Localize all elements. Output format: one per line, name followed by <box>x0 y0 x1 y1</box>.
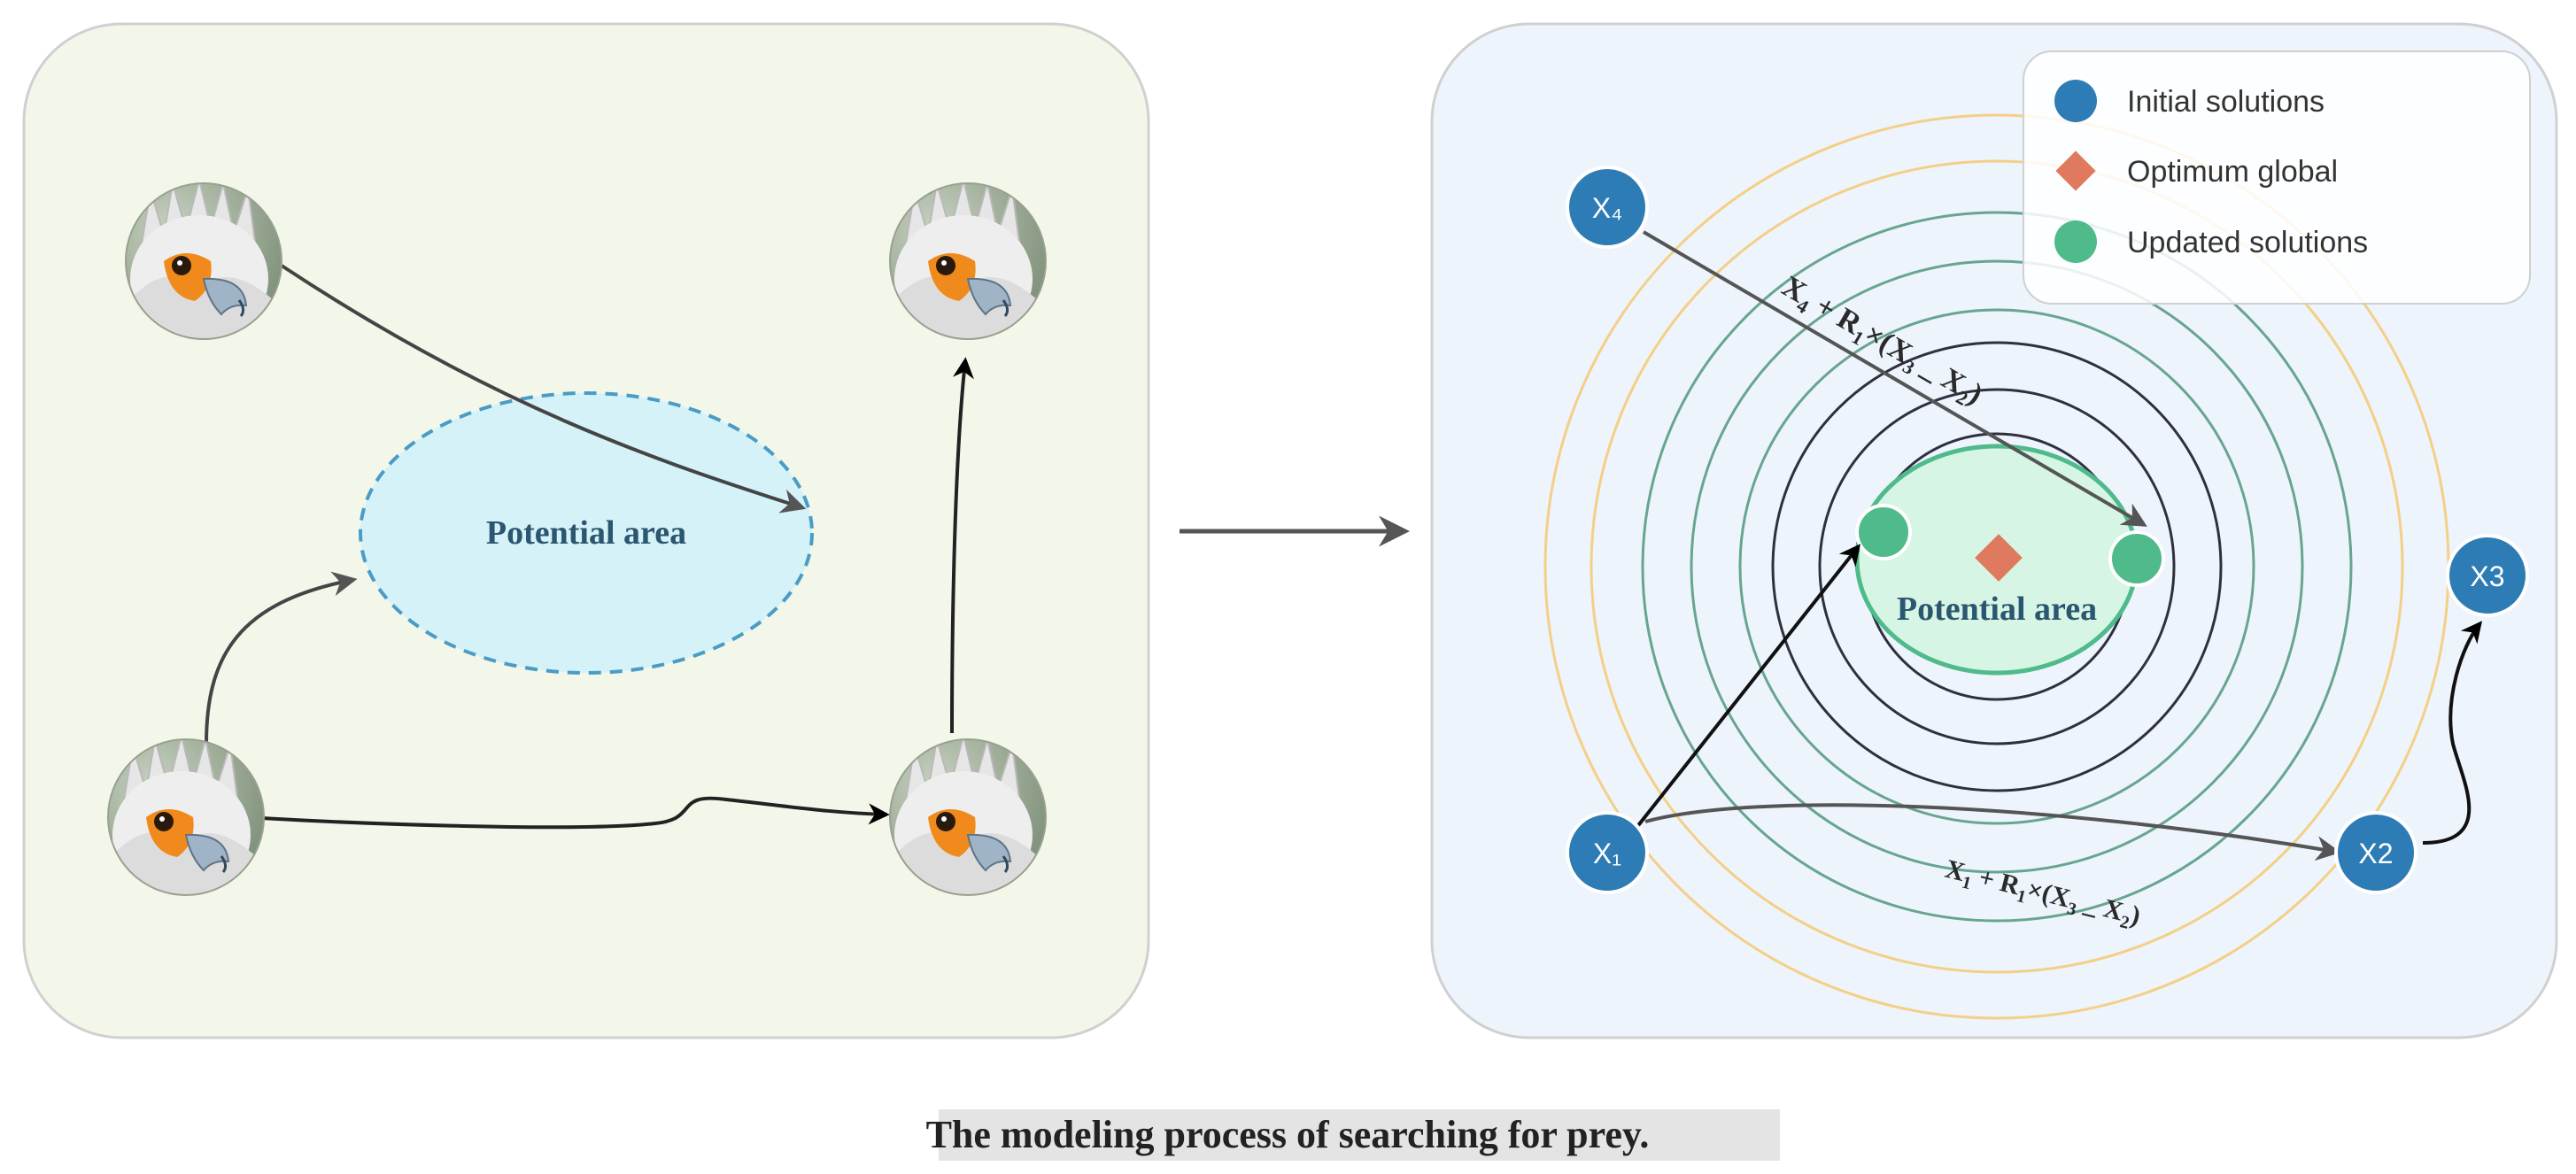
updated-solution-left <box>1855 504 1912 560</box>
arrow-x4-to-updated <box>1642 230 2147 527</box>
legend: Initial solutions Optimum global Updated… <box>2023 50 2531 305</box>
node-x1: X₁ <box>1566 811 1649 894</box>
potential-area-label-right: Potential area <box>1897 591 2097 628</box>
caption-background <box>939 1109 1780 1161</box>
legend-box <box>2023 50 2531 305</box>
arrow-x2-to-x3 <box>2422 621 2482 845</box>
right-panel: Potential area X4 + R1×(X3 _ X2) X1 + R1… <box>1430 22 2558 1039</box>
legend-marker-updated <box>2054 220 2097 263</box>
potential-area-label: Potential area <box>486 514 686 552</box>
arrow-x1-to-updated <box>1628 544 1860 838</box>
arrow-bottom-bird-to-area <box>205 571 358 745</box>
node-x2: X2 <box>2334 811 2417 894</box>
legend-label-initial: Initial solutions <box>2127 85 2325 119</box>
updated-solution-right <box>2108 530 2165 587</box>
legend-marker-initial <box>2054 80 2097 122</box>
arrow-top-bird-to-area <box>280 264 807 514</box>
caption: The modeling process of searching for pr… <box>926 1113 1650 1156</box>
arrow-x1-to-x2 <box>1644 803 2341 861</box>
arrow-bottom-right-to-top-right <box>950 357 974 734</box>
legend-label-updated: Updated solutions <box>2127 226 2368 259</box>
node-x4: X₄ <box>1566 166 1649 249</box>
left-panel: Potential area <box>22 22 1150 1039</box>
node-x3-label: X3 <box>2470 560 2504 592</box>
node-x4-label: X₄ <box>1592 192 1622 224</box>
arrow-bottom-left-to-bottom-right <box>260 796 890 830</box>
node-x1-label: X₁ <box>1593 838 1621 869</box>
node-x2-label: X2 <box>2358 838 2393 869</box>
legend-label-optimum: Optimum global <box>2127 155 2338 189</box>
legend-marker-optimum <box>2055 151 2096 191</box>
potential-area-ellipse <box>359 391 814 675</box>
node-x3: X3 <box>2446 534 2529 617</box>
